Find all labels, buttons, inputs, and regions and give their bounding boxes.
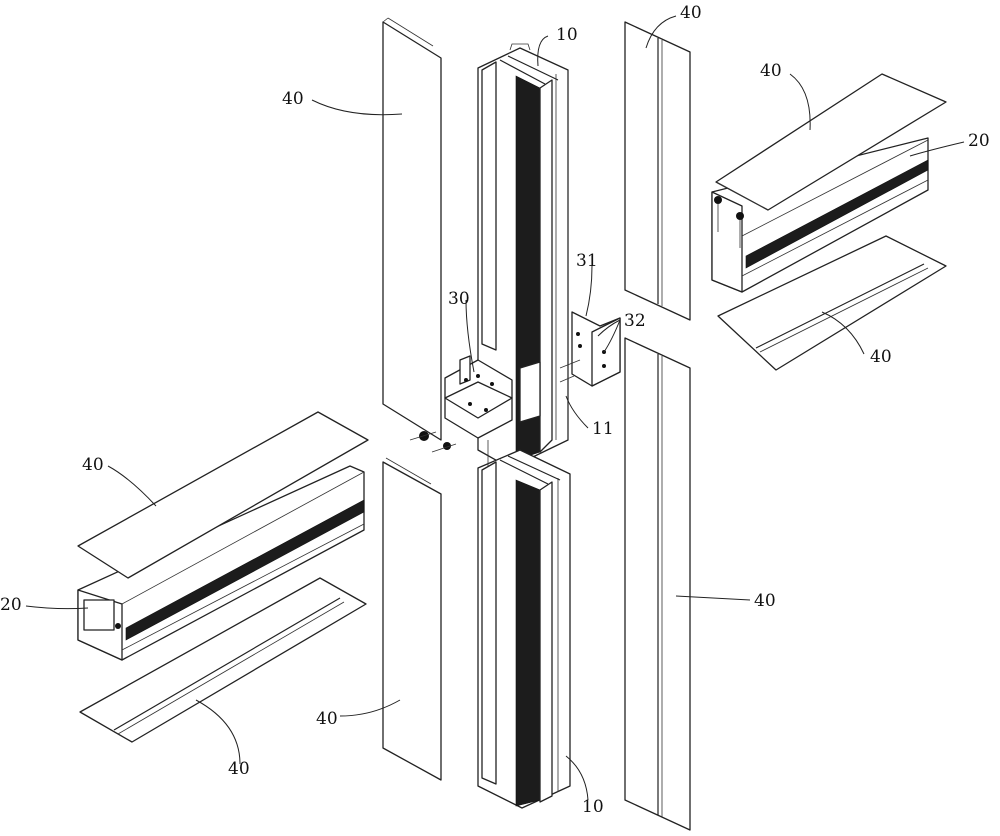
label-bracket-left: 30	[448, 289, 470, 309]
transom-left	[77, 465, 365, 661]
label-cover-lower-left: 40	[316, 709, 338, 729]
leader-lines	[25, 15, 965, 801]
cover-panel-lower-left	[382, 457, 442, 781]
label-cover-upper-right: 40	[680, 3, 702, 23]
mullion-lower	[477, 440, 571, 809]
cover-panel-upper-right	[624, 21, 691, 321]
reference-labels: 10 40 40 40 20 30 31 32 11 40 40 20 40 4…	[0, 3, 990, 817]
label-cover-left-transom-top: 40	[82, 455, 104, 475]
label-cover-lower-right: 40	[754, 591, 776, 611]
label-transom-right: 20	[968, 131, 990, 151]
label-cover-left-transom-bottom: 40	[228, 759, 250, 779]
bracket-left	[409, 355, 513, 453]
cover-left-transom-top	[77, 411, 369, 579]
label-slot: 11	[592, 419, 614, 439]
cover-right-transom-bottom	[717, 235, 947, 371]
label-cover-upper-left: 40	[282, 89, 304, 109]
label-cover-right-transom-top: 40	[760, 61, 782, 81]
label-cover-right-transom-bottom: 40	[870, 347, 892, 367]
mullion-upper	[477, 43, 569, 469]
label-mullion-top: 10	[556, 25, 578, 45]
bracket-right	[559, 311, 621, 387]
label-mullion-bottom: 10	[582, 797, 604, 817]
cover-left-transom-bottom	[79, 577, 367, 743]
label-transom-left: 20	[0, 595, 22, 615]
label-bracket-plate: 32	[624, 311, 646, 331]
transom-right	[711, 137, 929, 293]
cover-panel-upper-left	[382, 17, 442, 441]
cover-panel-lower-right	[624, 337, 691, 831]
cover-right-transom-top	[715, 73, 947, 211]
label-bracket-right: 31	[576, 251, 598, 271]
